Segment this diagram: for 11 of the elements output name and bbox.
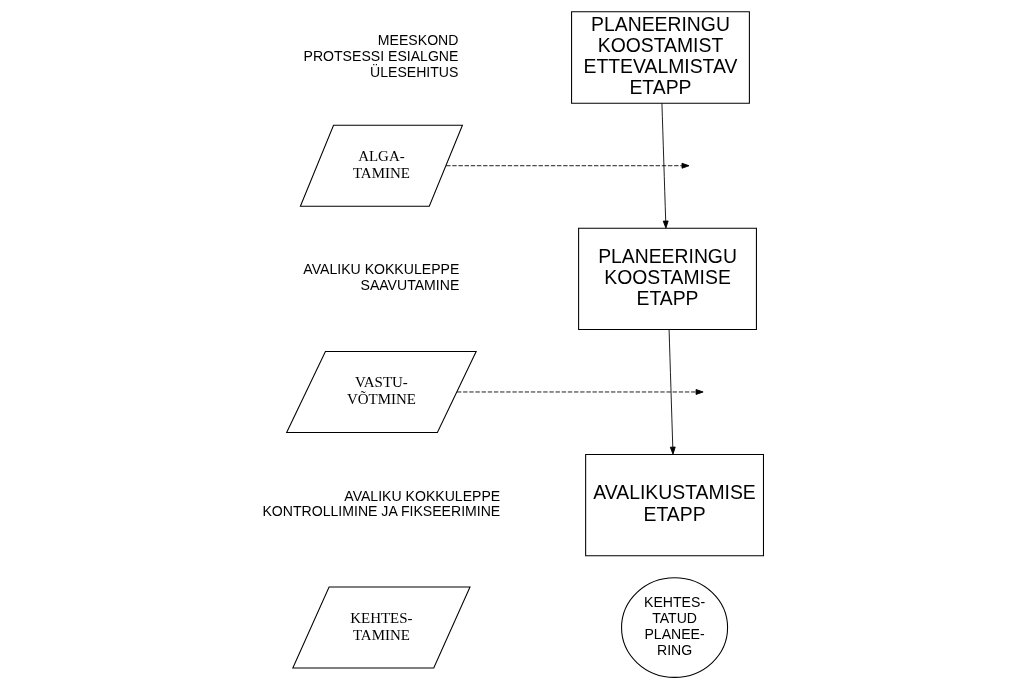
label: AVALIKU KOKKULEPPE KONTROLLIMINE JA FIKSEERIMINE: [261, 487, 500, 520]
node-box: AVALIKUSTAMISE ETAPP: [584, 453, 764, 557]
node-box: PLANEERINGU KOOSTAMISE ETAPP: [577, 227, 757, 330]
label: MEESKOND PROTSESSI ESIALGNE ÜLESEHITUS: [303, 31, 458, 80]
arrow: [445, 162, 689, 169]
arrow: [660, 102, 669, 229]
arrow: [668, 329, 676, 455]
arrow: [456, 389, 704, 395]
node-box: PLANEERINGU KOOSTAMIST ETTEVALMISTAV ETAPP: [570, 11, 750, 104]
label: AVALIKU KOKKULEPPE SAAVUTAMINE: [302, 261, 459, 294]
node-circle: KEHTES- TATUD PLANEE- RING: [620, 577, 728, 678]
